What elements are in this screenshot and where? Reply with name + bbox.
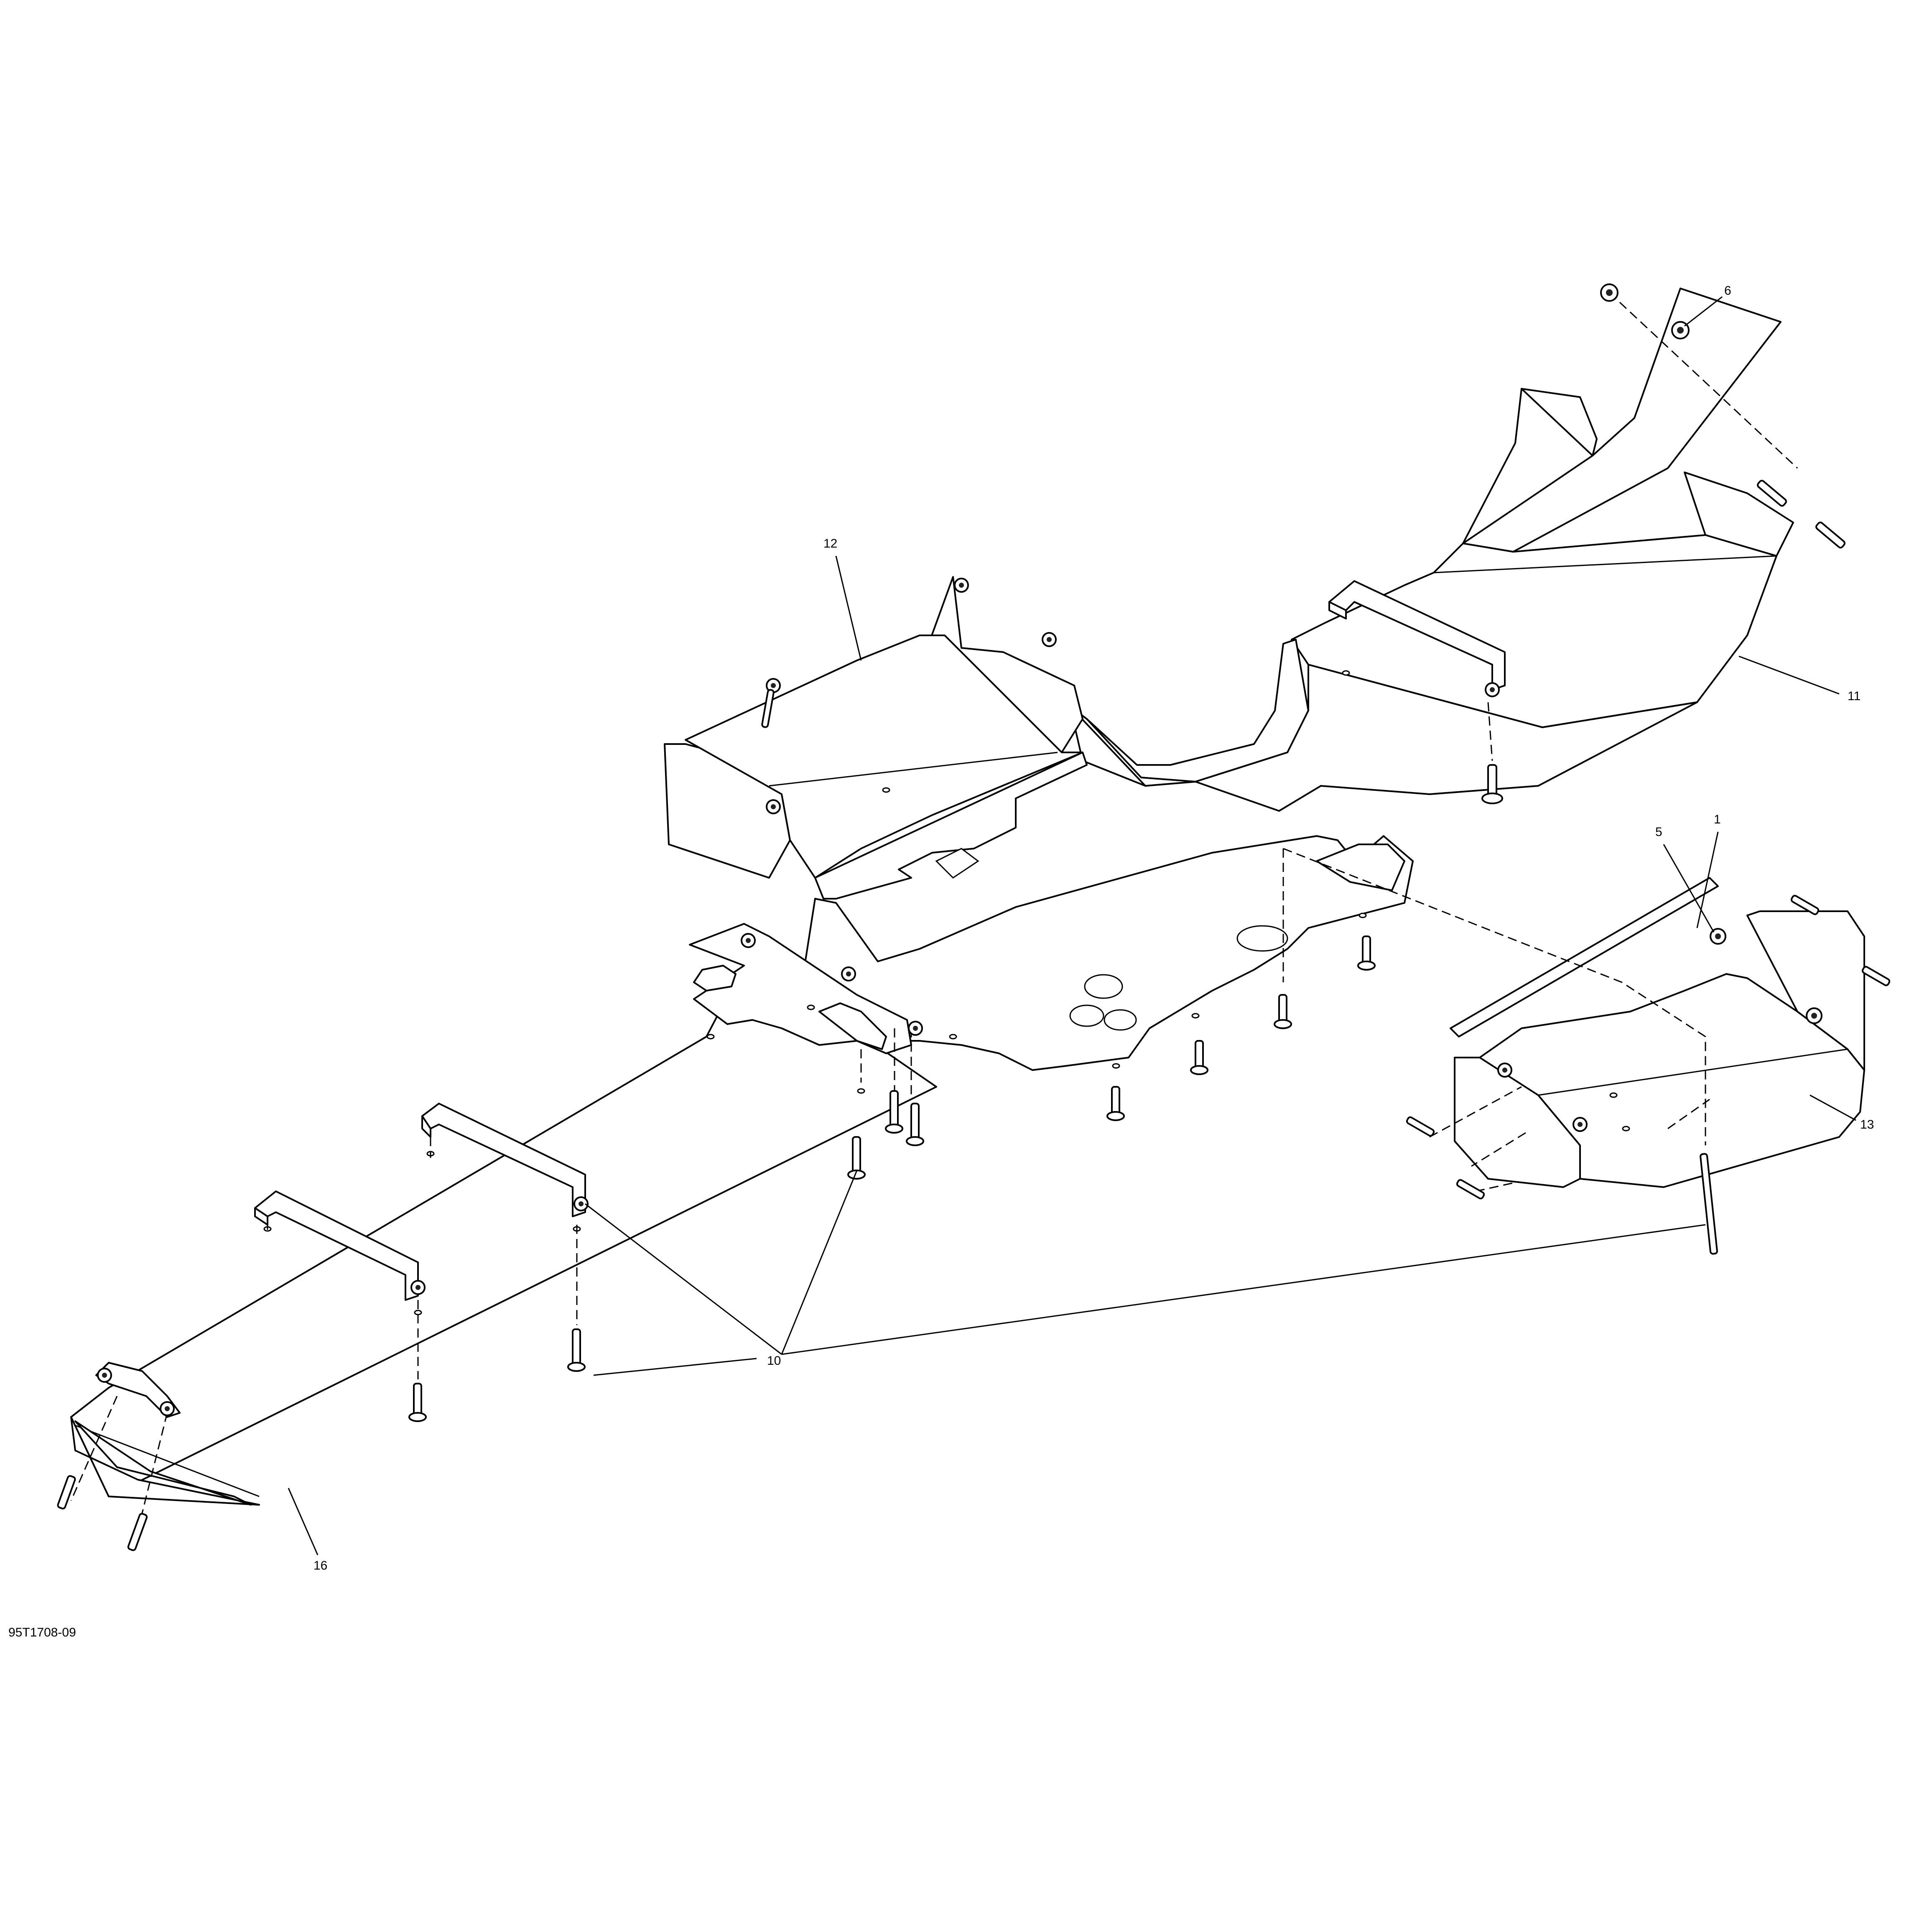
screw-icon [57,1475,76,1509]
retaining-strap-front-b [254,1190,419,1301]
nut-icon [1710,928,1726,945]
callout-6: 6 [1724,284,1731,298]
nut-icon [954,578,969,593]
leader-lines [288,296,1856,1555]
screw-icon [1700,1153,1718,1255]
nut-icon [841,966,856,981]
screw-icon [1274,994,1292,1029]
screw-icon [847,1136,866,1180]
callout-1: 1 [1714,813,1721,826]
nut-icon [1042,632,1057,647]
screw-icon [906,1103,924,1146]
screw-icon [761,689,775,728]
screw-icon [1357,935,1376,971]
screw-icon [1757,479,1787,507]
callout-11: 11 [1848,689,1861,703]
screw-icon [567,1328,586,1372]
nut-icon [741,933,756,948]
alignment-lines [70,292,1798,1530]
screw-icon [1815,521,1845,549]
screws [57,479,1891,1551]
nut-icon [1497,1063,1512,1078]
right-footrest-plate-part-13 [1450,877,1865,1188]
screw-icon [885,1090,903,1134]
left-footrest-plate-part-12 [664,576,1088,900]
nut-icon [766,678,781,693]
nut-icon [1573,1117,1588,1132]
figure-reference-id: 95T1708-09 [8,1626,76,1639]
nut-icon [766,799,781,814]
screw-icon [1481,764,1503,804]
screw-icon [408,1383,427,1422]
nut-icon [573,1196,589,1211]
nut-icon [1600,283,1618,302]
callout-12: 12 [823,537,837,551]
retaining-strap-front-c [95,1362,181,1418]
callout-13: 13 [1860,1118,1874,1132]
screw-icon [1456,1179,1485,1200]
nut-icon [97,1368,112,1383]
nut-icon [1485,682,1500,697]
callout-10: 10 [767,1354,781,1368]
nut-icon [908,1021,923,1036]
center-mounting-bracket [689,923,912,1054]
screw-icon [1406,1116,1435,1137]
screw-icon [1790,895,1820,915]
screw-icon [1190,1040,1208,1075]
mounting-holes [263,670,1630,1315]
front-skid-plate-part-16 [70,956,937,1506]
screw-icon [1861,966,1891,986]
nut-icon [160,1401,175,1416]
screw-icon [1106,1086,1125,1121]
nut-icon [410,1280,426,1295]
nut-icon [1806,1007,1822,1024]
screw-icon [127,1513,148,1551]
flange-nuts [97,283,1822,1416]
rear-skid-plate-part-11 [1069,288,1794,812]
callout-16: 16 [314,1559,327,1573]
callout-labels: 1 5 6 10 11 12 13 16 [314,284,1874,1573]
callout-5: 5 [1655,825,1662,839]
